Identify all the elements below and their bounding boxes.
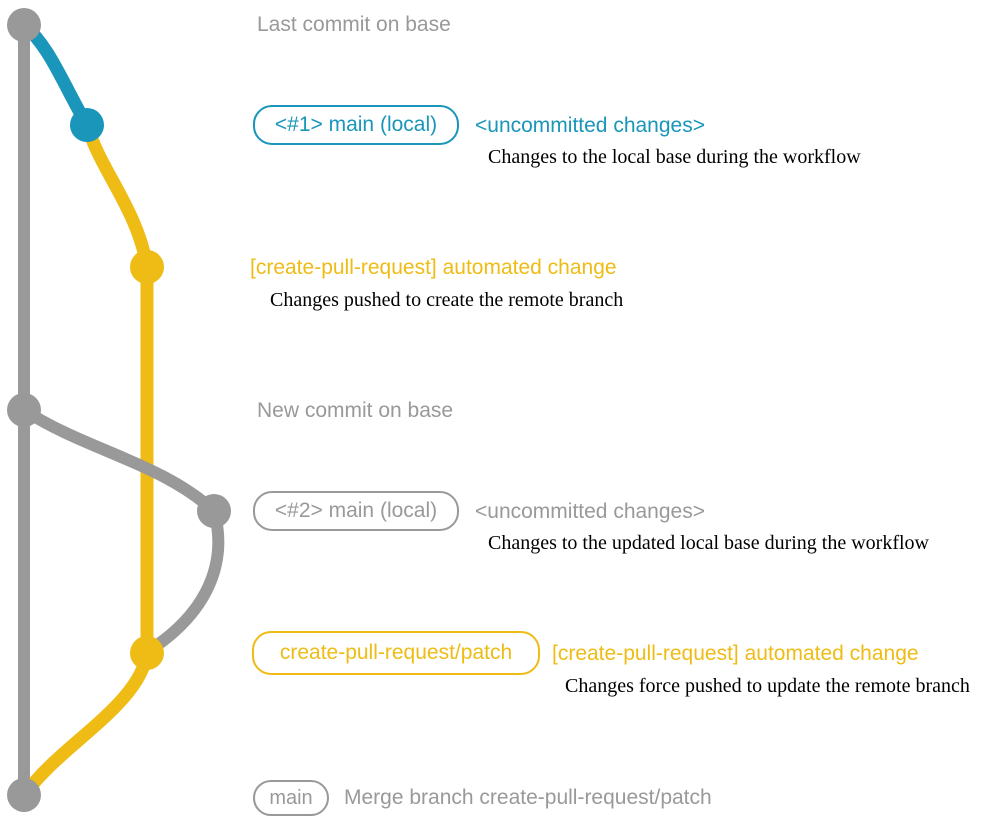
description-local-base-changes: Changes to the local base during the wor… — [488, 146, 861, 168]
new-commit-on-base-label: New commit on base — [257, 399, 454, 422]
commit-node-local-main-2 — [197, 494, 231, 528]
commit-node-new-commit-on-base — [7, 393, 41, 427]
description-updated-local-base-changes: Changes to the updated local base during… — [488, 532, 929, 554]
branch-badge-create-pull-request-patch: create-pull-request/patch — [252, 631, 540, 675]
last-commit-on-base-label: Last commit on base — [257, 13, 451, 36]
branch-badge-main: main — [253, 780, 329, 816]
commit-node-local-main-1 — [70, 108, 104, 142]
commit-message-automated-change-2: [create-pull-request] automated change — [552, 642, 919, 665]
commit-node-automated-change-1 — [130, 250, 164, 284]
commit-message-merge: Merge branch create-pull-request/patch — [344, 786, 712, 809]
commit-node-automated-change-2 — [130, 636, 164, 670]
commit-node-last-commit-on-base — [7, 8, 41, 42]
branch-badge-main-local-1: <#1> main (local) — [253, 105, 459, 145]
commit-node-merge-commit — [7, 778, 41, 812]
commit-message-automated-change-1: [create-pull-request] automated change — [250, 256, 617, 279]
uncommitted-changes-label-2: <uncommitted changes> — [475, 500, 705, 523]
updated-local-branch-line — [20, 404, 225, 656]
commit-graph — [7, 8, 231, 812]
branch-badge-main-local-2: <#2> main (local) — [253, 491, 459, 531]
uncommitted-changes-label-1: <uncommitted changes> — [475, 114, 705, 137]
local-changes-branch-line — [19, 20, 93, 129]
description-force-pushed-remote-branch: Changes force pushed to update the remot… — [565, 675, 970, 697]
description-pushed-create-remote-branch: Changes pushed to create the remote bran… — [270, 289, 624, 311]
